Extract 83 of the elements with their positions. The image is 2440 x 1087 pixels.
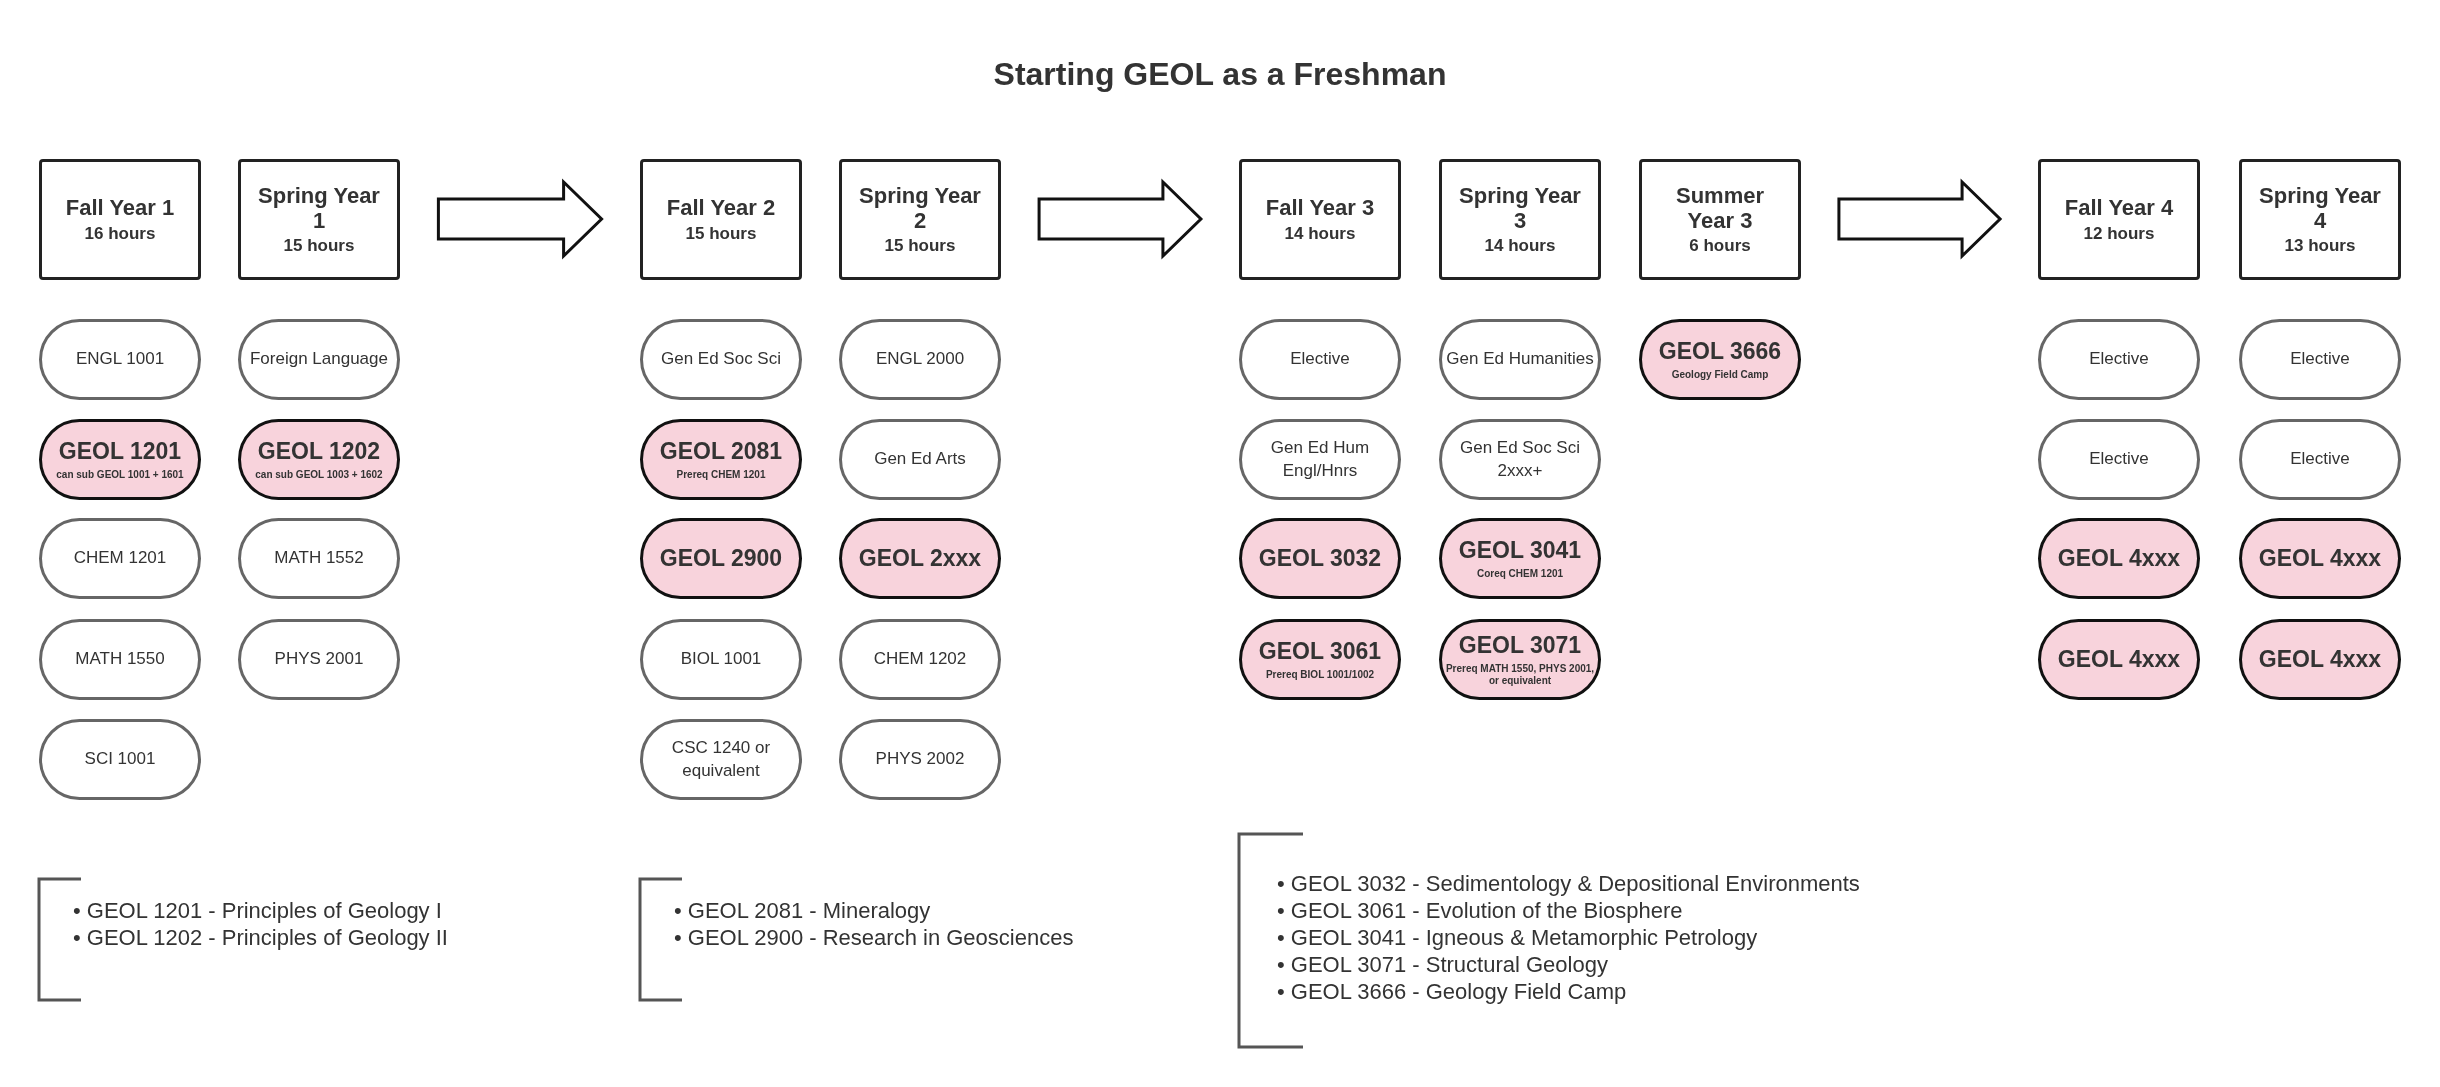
course-name: GEOL 3032 xyxy=(1258,543,1382,573)
credit-hours: 14 hours xyxy=(1284,223,1356,244)
course-name: Elective xyxy=(2089,448,2149,471)
semester-box xyxy=(640,159,802,280)
semester-name: Fall Year 2 xyxy=(666,195,776,221)
course-description: • GEOL 3032 - Sedimentology & Depositional Environments xyxy=(1277,870,1860,897)
course-name: MATH 1550 xyxy=(75,648,165,671)
course-name: Gen Ed Humanities xyxy=(1446,348,1594,371)
course-name: PHYS 2001 xyxy=(274,648,364,671)
course-description: • GEOL 1202 - Principles of Geology II xyxy=(73,924,448,951)
course-name: GEOL 4xxx xyxy=(2057,543,2181,573)
semester-box xyxy=(238,159,400,280)
course-note: Geology Field Camp xyxy=(1671,369,1769,382)
credit-hours: 13 hours xyxy=(2284,236,2356,257)
course-note: Prereq CHEM 1201 xyxy=(676,469,766,482)
course-name: ENGL 1001 xyxy=(75,348,165,371)
course-name: GEOL 2900 xyxy=(659,543,783,573)
course-name: CHEM 1202 xyxy=(873,648,967,671)
semester-box xyxy=(1639,159,1801,280)
course-name: GEOL 4xxx xyxy=(2057,644,2181,674)
semester-box xyxy=(39,159,201,280)
course-description: • GEOL 3666 - Geology Field Camp xyxy=(1277,978,1628,1005)
block-arrow xyxy=(436,178,604,260)
course-name: GEOL 2081 xyxy=(659,437,783,467)
course-name: CSC 1240 or equivalent xyxy=(670,737,772,782)
credit-hours: 15 hours xyxy=(283,236,355,257)
semester-name: Fall Year 3 xyxy=(1265,195,1375,221)
course-name: Gen Ed Soc Sci 2xxx+ xyxy=(1459,437,1581,482)
course-note: can sub GEOL 1003 + 1602 xyxy=(255,469,383,482)
course-description: • GEOL 3071 - Structural Geology xyxy=(1277,951,1609,978)
course-name: MATH 1552 xyxy=(274,547,364,570)
course-name: GEOL 4xxx xyxy=(2258,644,2382,674)
course-name: CHEM 1201 xyxy=(73,547,167,570)
course-description: • GEOL 3061 - Evolution of the Biosphere xyxy=(1277,897,1684,924)
semester-name: Spring Year 4 xyxy=(2258,182,2382,234)
semester-box xyxy=(1439,159,1601,280)
block-arrow xyxy=(1037,178,1204,260)
course-name: GEOL 2xxx xyxy=(858,543,982,573)
course-name: GEOL 1202 xyxy=(257,437,381,467)
credit-hours: 6 hours xyxy=(1689,236,1751,257)
course-name: PHYS 2002 xyxy=(875,748,965,771)
semester-name: Summer Year 3 xyxy=(1674,182,1765,234)
course-description: • GEOL 2900 - Research in Geosciences xyxy=(674,924,1074,951)
diagram-title: Starting GEOL as a Freshman xyxy=(992,56,1448,93)
course-name: Elective xyxy=(1290,348,1350,371)
course-name: GEOL 3071 xyxy=(1458,631,1582,661)
course-note: can sub GEOL 1001 + 1601 xyxy=(56,469,184,482)
credit-hours: 14 hours xyxy=(1484,236,1556,257)
semester-box xyxy=(1239,159,1401,280)
course-name: Gen Ed Arts xyxy=(874,448,966,471)
credit-hours: 15 hours xyxy=(884,236,956,257)
course-name: ENGL 2000 xyxy=(875,348,965,371)
course-name: SCI 1001 xyxy=(84,748,156,771)
course-name: Gen Ed Soc Sci xyxy=(661,348,781,371)
semester-box xyxy=(839,159,1001,280)
credit-hours: 15 hours xyxy=(685,223,757,244)
course-name: Elective xyxy=(2290,348,2350,371)
course-note: Prereq MATH 1550, PHYS 2001, or equivalent xyxy=(1444,662,1596,688)
course-name: BIOL 1001 xyxy=(680,648,762,671)
semester-box xyxy=(2239,159,2401,280)
credit-hours: 12 hours xyxy=(2083,223,2155,244)
course-name: Gen Ed Hum Engl/Hnrs xyxy=(1269,437,1371,482)
course-name: GEOL 3666 xyxy=(1658,337,1782,367)
course-name: GEOL 3041 xyxy=(1458,536,1582,566)
semester-name: Fall Year 1 xyxy=(65,195,175,221)
semester-name: Spring Year 3 xyxy=(1458,182,1582,234)
course-name: GEOL 1201 xyxy=(58,437,182,467)
course-name: Elective xyxy=(2089,348,2149,371)
course-name: Foreign Language xyxy=(250,348,388,371)
course-note: Prereq BIOL 1001/1002 xyxy=(1265,669,1375,682)
semester-name: Fall Year 4 xyxy=(2064,195,2174,221)
course-note: Coreq CHEM 1201 xyxy=(1476,568,1564,581)
semester-name: Spring Year 1 xyxy=(257,182,381,234)
block-arrow xyxy=(1837,178,2003,260)
course-name: Elective xyxy=(2290,448,2350,471)
semester-box xyxy=(2038,159,2200,280)
course-description: • GEOL 3041 - Igneous & Metamorphic Petrology xyxy=(1277,924,1759,951)
credit-hours: 16 hours xyxy=(84,223,156,244)
semester-name: Spring Year 2 xyxy=(858,182,982,234)
course-name: GEOL 3061 xyxy=(1258,637,1382,667)
course-description: • GEOL 2081 - Mineralogy xyxy=(674,897,932,924)
course-name: GEOL 4xxx xyxy=(2258,543,2382,573)
course-description: • GEOL 1201 - Principles of Geology I xyxy=(73,897,443,924)
